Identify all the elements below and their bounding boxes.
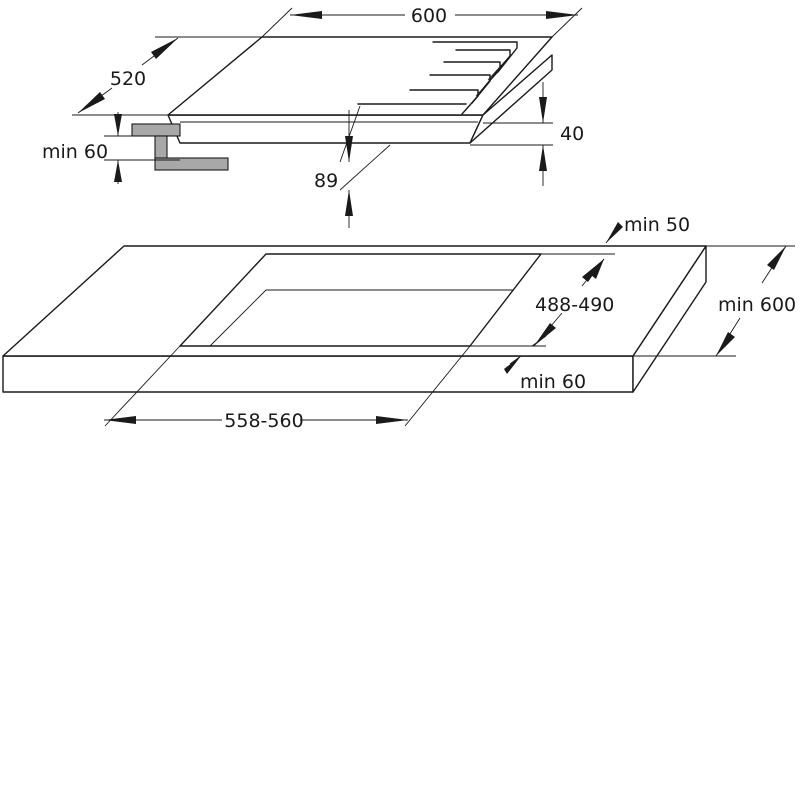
hob-side-face [469,54,553,144]
dim-558-560: 558-560 [104,345,471,432]
dim-558-560-label: 558-560 [224,410,303,432]
dim-min-600: min 600 [633,245,796,357]
dim-600: 600 [261,5,583,38]
hob-drawing [131,36,553,171]
dim-600-label: 600 [411,5,447,27]
dim-520: 520 [72,36,262,116]
hob-control-rails [357,41,518,115]
dim-40-label: 40 [560,123,584,145]
dim-min-60-hob-label: min 60 [42,141,108,163]
dim-520-label: 520 [110,68,146,90]
dim-40: 40 [470,82,584,186]
hob-top-surface [167,36,553,116]
dim-89: 89 [314,105,391,228]
dim-488-490-label: 488-490 [535,294,614,316]
dim-min-600-label: min 600 [718,294,796,316]
dim-89-label: 89 [314,170,338,192]
dim-min-60-worktop-label: min 60 [520,371,586,393]
dim-min-50-label: min 50 [624,214,690,236]
hob-front-face [167,114,484,144]
worktop-drawing [2,245,707,393]
dim-min-60-hob: min 60 [42,112,180,184]
dim-min-50: min 50 [541,214,690,279]
dim-min-60-worktop: min 60 [470,335,586,393]
